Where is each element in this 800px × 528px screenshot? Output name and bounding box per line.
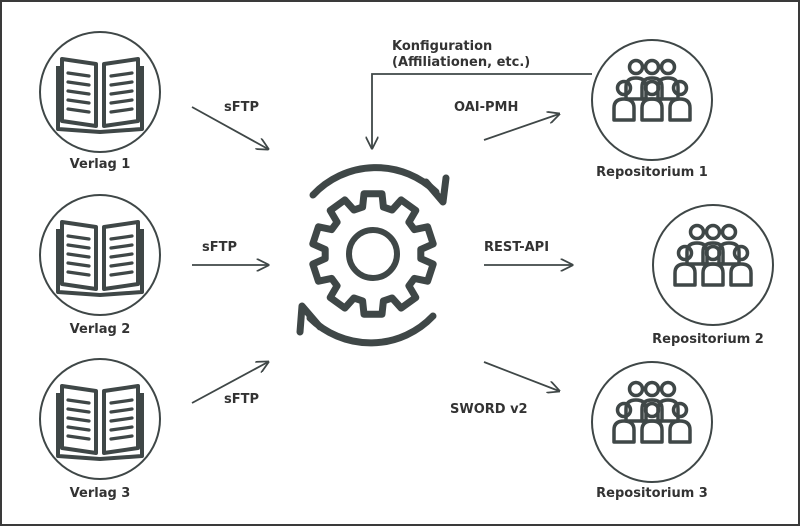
outbound-arrow-1 [483,114,559,141]
inbound-arrow-1 [191,106,268,149]
publisher-node-1 [39,31,161,153]
outbound-label-1: OAI-PMH [454,100,519,115]
inbound-label-3: sFTP [224,392,260,407]
user-group-icon [614,383,690,443]
publisher-node-2 [39,194,161,316]
inbound-label-2: sFTP [202,240,238,255]
gear-cycle-icon [296,164,450,347]
repository-label-1: Repositorium 1 [596,165,708,180]
repository-node-1 [591,39,713,161]
inbound-label-1: sFTP [224,100,260,115]
publisher-label-1: Verlag 1 [69,157,131,172]
gear-icon [309,190,437,318]
inbound-arrow-3 [191,362,268,404]
repository-label-2: Repositorium 2 [652,332,764,347]
gear-outline [309,190,437,318]
open-book-icon [56,220,144,297]
open-book-icon [56,384,144,461]
user-group-icon [614,61,690,121]
repository-node-2 [652,204,774,326]
publisher-label-2: Verlag 2 [69,322,131,337]
feedback-label: Konfiguration (Affiliationen, etc.) [392,39,531,70]
outbound-arrow-3 [483,361,559,391]
outbound-label-3: SWORD v2 [450,402,528,417]
open-book-icon [56,57,144,134]
user-group-icon [675,226,751,286]
publisher-node-3 [39,358,161,480]
repository-node-3 [591,361,713,483]
outbound-label-2: REST-API [484,240,550,255]
publisher-label-3: Verlag 3 [69,486,131,501]
repository-label-3: Repositorium 3 [596,486,708,501]
feedback-arrow [372,73,592,148]
